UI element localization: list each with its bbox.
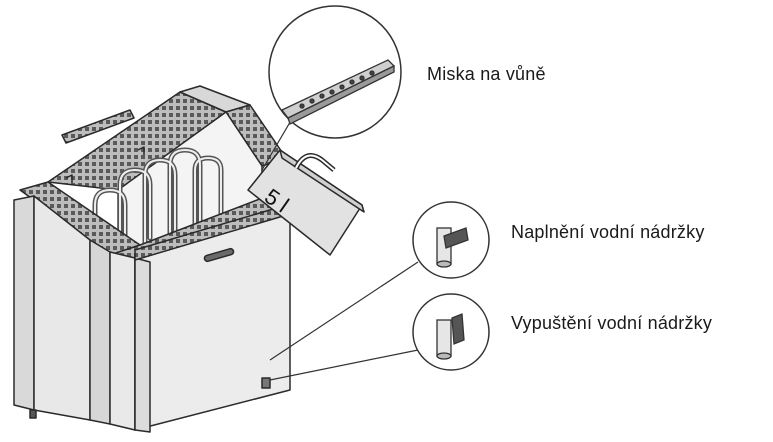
drain-tank-callout bbox=[270, 294, 489, 380]
aroma-bowl-label: Miska na vůně bbox=[427, 64, 546, 85]
aroma-bowl-callout bbox=[262, 6, 401, 170]
drain-tank-label: Vypuštění vodní nádržky bbox=[511, 313, 712, 334]
fill-tank-label: Naplnění vodní nádržky bbox=[511, 222, 705, 243]
sauna-heater bbox=[14, 86, 290, 432]
